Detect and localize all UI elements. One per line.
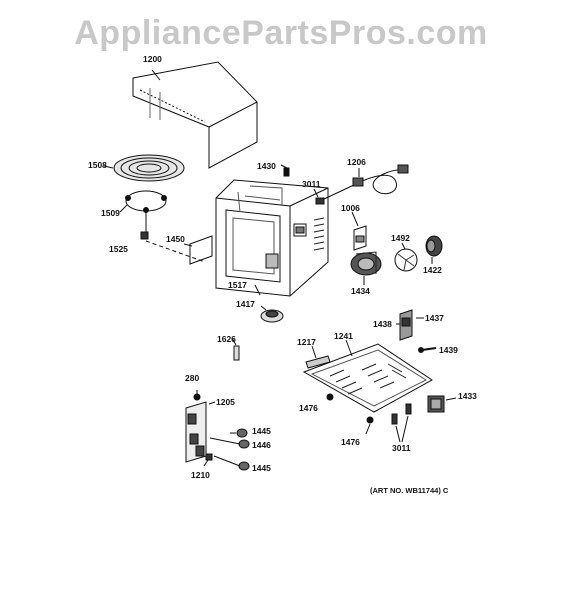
base-plate [304, 340, 432, 412]
screw-1430 [281, 165, 289, 176]
label-1241: 1241 [334, 331, 353, 341]
switch-1445-bottom [214, 456, 249, 470]
label-1445-top: 1445 [252, 426, 271, 436]
outer-case [133, 62, 257, 168]
label-1492: 1492 [391, 233, 410, 243]
bracket-1006 [352, 212, 366, 250]
bracket-1217 [306, 346, 330, 368]
label-1476-mid: 1476 [341, 437, 360, 447]
label-1509: 1509 [101, 208, 120, 218]
oven-cavity [216, 180, 328, 296]
foot-1476-mid [366, 417, 373, 434]
label-1438: 1438 [373, 319, 392, 329]
cover-plate [184, 236, 212, 264]
label-1433: 1433 [458, 391, 477, 401]
label-1439: 1439 [439, 345, 458, 355]
roller-ring [120, 191, 167, 232]
label-1430: 1430 [257, 161, 276, 171]
label-1434: 1434 [351, 286, 370, 296]
label-1422: 1422 [423, 265, 442, 275]
screw-280 [194, 390, 200, 400]
switch-1445-top [230, 429, 247, 437]
clips-3011-bottom [392, 404, 411, 442]
fuse-1626 [232, 338, 239, 360]
label-1210: 1210 [191, 470, 210, 480]
actuator-1210 [204, 454, 212, 466]
fan-blade [395, 243, 417, 271]
turntable-tray [104, 155, 184, 181]
label-3011-bottom: 3011 [392, 443, 411, 453]
label-1517: 1517 [228, 280, 247, 290]
label-1525: 1525 [109, 244, 128, 254]
label-1476-left: 1476 [299, 403, 318, 413]
label-1445-bottom: 1445 [252, 463, 271, 473]
label-1450: 1450 [166, 234, 185, 244]
transformer-1433 [428, 396, 456, 412]
label-280: 280 [185, 373, 200, 383]
switch-1446 [210, 438, 249, 448]
motor-1434 [351, 252, 381, 285]
label-1508: 1508 [88, 160, 107, 170]
label-1417: 1417 [236, 299, 255, 309]
latch-board [186, 402, 215, 462]
fan-motor [426, 236, 442, 264]
clip-3011-top [314, 189, 324, 204]
switch-assembly [396, 310, 424, 340]
label-3011-top: 3011 [302, 179, 321, 189]
label-1437: 1437 [425, 313, 444, 323]
label-1200: 1200 [143, 54, 162, 64]
coupler [141, 232, 205, 262]
art-number: (ART NO. WB11744) C [370, 486, 449, 495]
stirrer-1417 [261, 306, 283, 322]
label-1446: 1446 [252, 440, 271, 450]
label-1626: 1626 [217, 334, 236, 344]
label-1205: 1205 [216, 397, 235, 407]
power-cord [322, 165, 408, 200]
label-1206: 1206 [347, 157, 366, 167]
foot-1476-left [327, 394, 333, 400]
label-1006: 1006 [341, 203, 360, 213]
screw-1439 [419, 348, 437, 353]
watermark-text: AppliancePartsPros.com [74, 14, 488, 52]
label-1217: 1217 [297, 337, 316, 347]
